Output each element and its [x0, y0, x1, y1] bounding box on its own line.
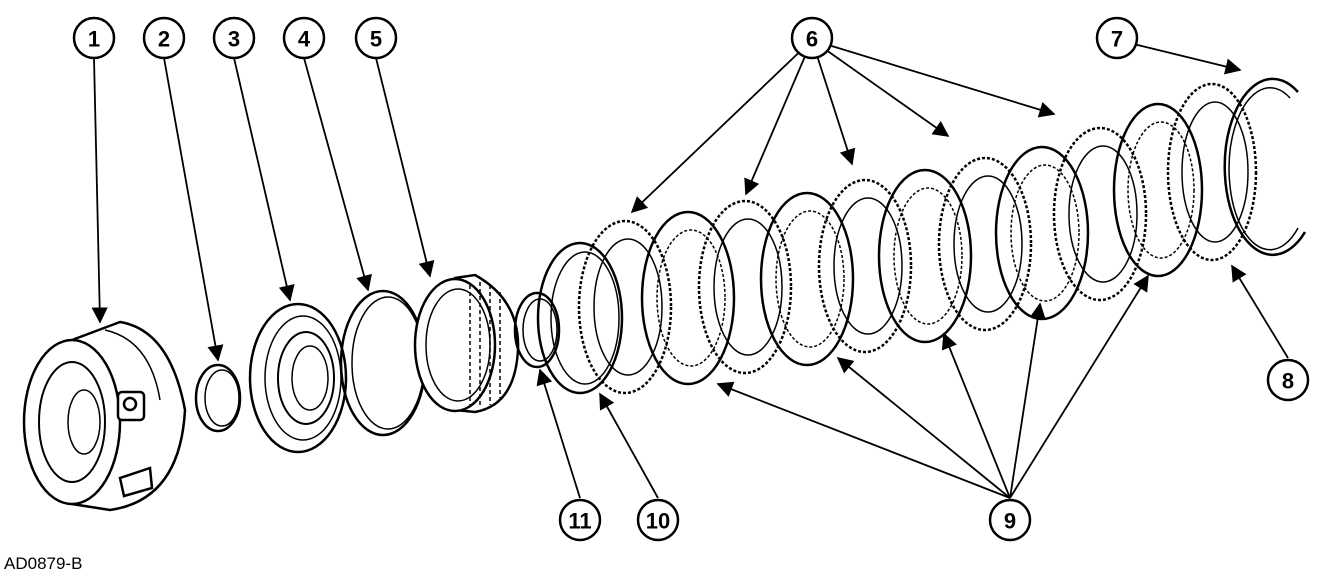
leader-6d: [811, 39, 950, 137]
callout-10: 10: [636, 498, 680, 542]
callout-4: 4: [282, 16, 326, 60]
callout-1-label: 1: [88, 27, 100, 52]
leader-6a: [630, 39, 813, 214]
callout-8-label: 8: [1282, 369, 1294, 394]
callout-8: 8: [1266, 358, 1310, 402]
leader-2: [163, 57, 224, 362]
leader-9c: [941, 332, 1011, 499]
leader-4: [303, 57, 372, 292]
leader-8: [1231, 264, 1289, 359]
leader-6c: [811, 39, 856, 166]
snap-ring-large: [1223, 77, 1307, 257]
leader-11: [536, 368, 581, 499]
pressure-plate: [536, 241, 624, 395]
leader-lines: [91, 39, 1289, 499]
leader-5: [375, 57, 435, 278]
leader-9e: [1009, 274, 1149, 499]
leader-3: [233, 57, 295, 302]
leader-9a: [716, 381, 1011, 499]
callout-3: 3: [212, 16, 256, 60]
clutch-plate-stack: [577, 102, 1204, 395]
callout-9-label: 9: [1004, 509, 1016, 534]
callout-11-label: 11: [568, 509, 591, 534]
clutch-housing: [22, 320, 187, 512]
leader-6e: [811, 39, 1056, 118]
callout-10-label: 10: [646, 509, 670, 534]
piston: [248, 302, 348, 454]
callout-6-label: 6: [806, 27, 818, 52]
snap-ring-small: [194, 363, 242, 433]
callout-4-label: 4: [298, 27, 311, 52]
callout-1: 1: [72, 16, 116, 60]
leader-9d: [1009, 302, 1046, 499]
spring-ring: [339, 289, 427, 437]
figure-id: AD0879-B: [4, 554, 83, 573]
leader-7: [1116, 39, 1242, 75]
leader-1: [91, 57, 108, 324]
callout-2: 2: [142, 16, 186, 60]
leader-9b: [836, 356, 1011, 499]
return-spring-assembly: [413, 273, 520, 414]
leader-6b: [744, 39, 813, 196]
callout-2-label: 2: [158, 27, 170, 52]
leader-10: [599, 392, 659, 499]
callout-5: 5: [354, 16, 398, 60]
callout-9: 9: [988, 498, 1032, 542]
callout-6: 6: [790, 16, 834, 60]
callout-7: 7: [1095, 16, 1139, 60]
callout-11: 11: [558, 498, 602, 542]
rear-pressure-plate: [1166, 82, 1258, 262]
callout-7-label: 7: [1111, 27, 1123, 52]
callout-5-label: 5: [370, 27, 382, 52]
callout-3-label: 3: [228, 27, 240, 52]
